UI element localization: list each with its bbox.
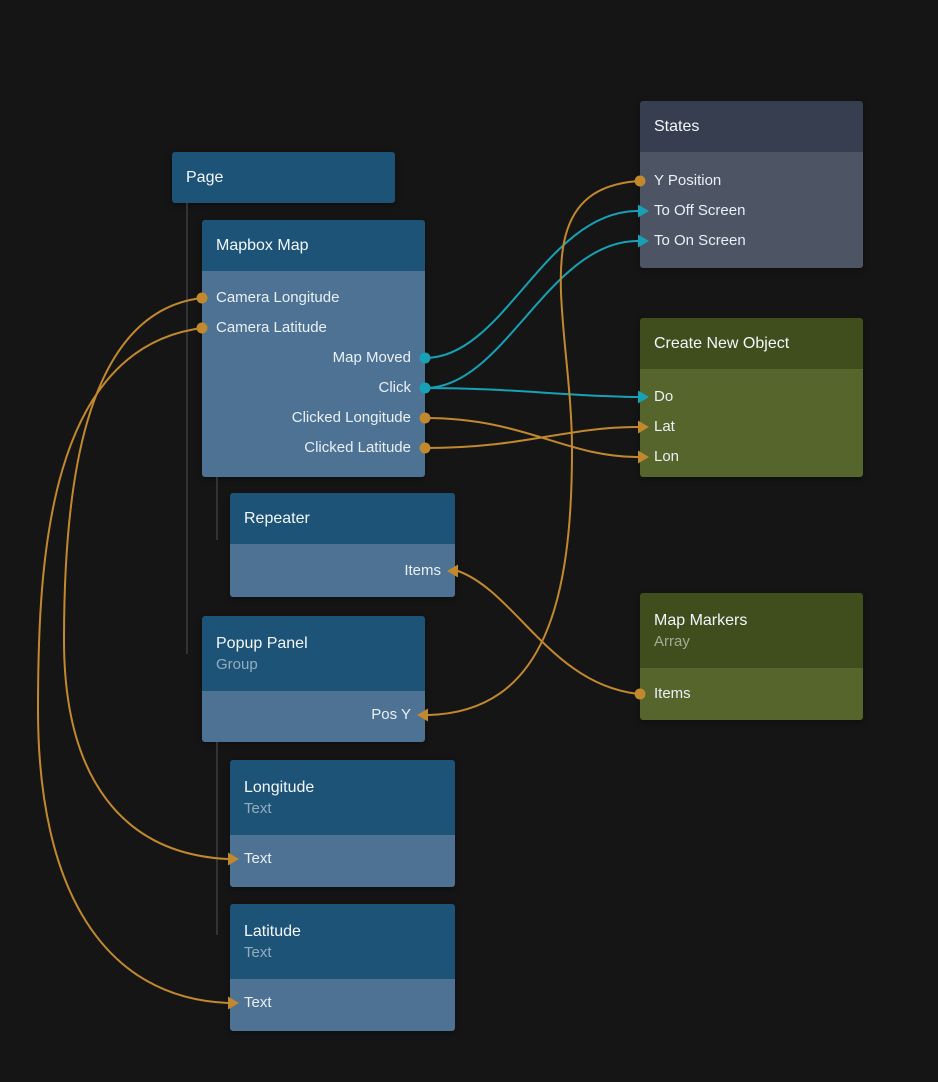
port-create-new-object-lon[interactable]: Lon — [654, 448, 680, 465]
node-title-popup-panel: Popup Panel — [216, 634, 308, 652]
port-mapbox-map-clicked-latitude[interactable]: Clicked Latitude — [304, 439, 411, 456]
node-body-map-markers: Items — [640, 668, 863, 720]
port-create-new-object-lat[interactable]: Lat — [654, 418, 675, 435]
port-map-markers-items[interactable]: Items — [654, 685, 691, 702]
port-repeater-items[interactable]: Items — [404, 562, 441, 579]
node-title-map-markers: Map Markers — [654, 611, 748, 629]
port-mapbox-map-clicked-longitude[interactable]: Clicked Longitude — [291, 409, 411, 426]
node-title-states: States — [654, 118, 700, 135]
port-states-to-on-screen[interactable]: To On Screen — [654, 232, 746, 249]
node-states[interactable]: States Y Position To Off Screen To On Scree… — [640, 101, 863, 268]
node-header-repeater[interactable]: Repeater — [230, 493, 455, 544]
node-title-longitude: Longitude — [244, 778, 315, 796]
node-subtitle-popup-panel: Group — [216, 655, 258, 673]
node-header-states[interactable]: States — [640, 101, 863, 152]
node-title-latitude: Latitude — [244, 922, 301, 940]
node-body-popup-panel: Pos Y — [202, 691, 425, 742]
node-title-mapbox-map: Mapbox Map — [216, 237, 309, 254]
node-title-repeater: Repeater — [244, 510, 310, 527]
node-body-states: Y Position To Off Screen To On Screen — [640, 152, 863, 268]
node-body-longitude: Text — [230, 835, 455, 887]
port-states-to-off-screen[interactable]: To Off Screen — [654, 202, 746, 219]
node-subtitle-latitude: Text — [244, 943, 272, 961]
node-page[interactable]: Page — [172, 152, 395, 203]
node-title-create-new-object: Create New Object — [654, 335, 790, 352]
node-subtitle-map-markers: Array — [654, 632, 690, 650]
port-states-y-position[interactable]: Y Position — [654, 172, 722, 189]
port-longitude-text[interactable]: Text — [244, 850, 272, 867]
node-body-repeater: Items — [230, 544, 455, 597]
node-title-page: Page — [186, 169, 224, 186]
node-header-create-new-object[interactable]: Create New Object — [640, 318, 863, 369]
port-create-new-object-do[interactable]: Do — [654, 388, 674, 405]
port-popup-panel-pos-y[interactable]: Pos Y — [371, 706, 411, 723]
port-mapbox-map-map-moved[interactable]: Map Moved — [332, 349, 411, 366]
node-body-latitude: Text — [230, 979, 455, 1031]
node-subtitle-longitude: Text — [244, 799, 272, 817]
node-header-mapbox-map[interactable]: Mapbox Map — [202, 220, 425, 271]
port-mapbox-map-camera-latitude[interactable]: Camera Latitude — [216, 319, 327, 336]
node-header-page[interactable]: Page — [172, 152, 395, 203]
port-mapbox-map-click[interactable]: Click — [378, 379, 412, 396]
port-latitude-text[interactable]: Text — [244, 994, 272, 1011]
port-mapbox-map-camera-longitude[interactable]: Camera Longitude — [216, 289, 340, 306]
